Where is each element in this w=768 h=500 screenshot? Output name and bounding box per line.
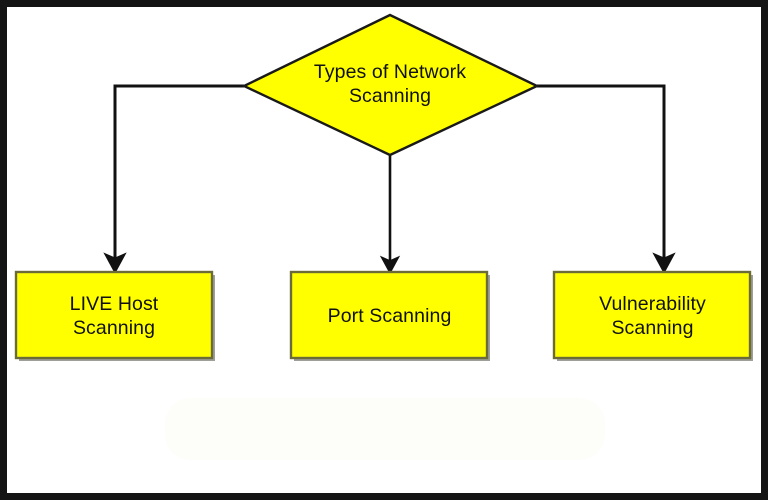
node-label-live-host-scanning: LIVE Host Scanning bbox=[69, 293, 159, 339]
decision-node-label: Types of Network Scanning bbox=[313, 61, 467, 107]
node-label-port-scanning: Port Scanning bbox=[327, 305, 452, 327]
decision-node-root[interactable] bbox=[241, 13, 540, 157]
node-port-scanning[interactable] bbox=[289, 270, 490, 361]
node-live-host-scanning[interactable] bbox=[14, 270, 215, 361]
node-vulnerability-scanning[interactable] bbox=[552, 270, 753, 361]
background-wash bbox=[165, 398, 605, 460]
connector-root-to-live-host bbox=[103, 84, 244, 274]
node-label-vulnerability-scanning: Vulnerability Scanning bbox=[599, 293, 706, 339]
connector-root-to-vulnerability bbox=[537, 84, 676, 274]
